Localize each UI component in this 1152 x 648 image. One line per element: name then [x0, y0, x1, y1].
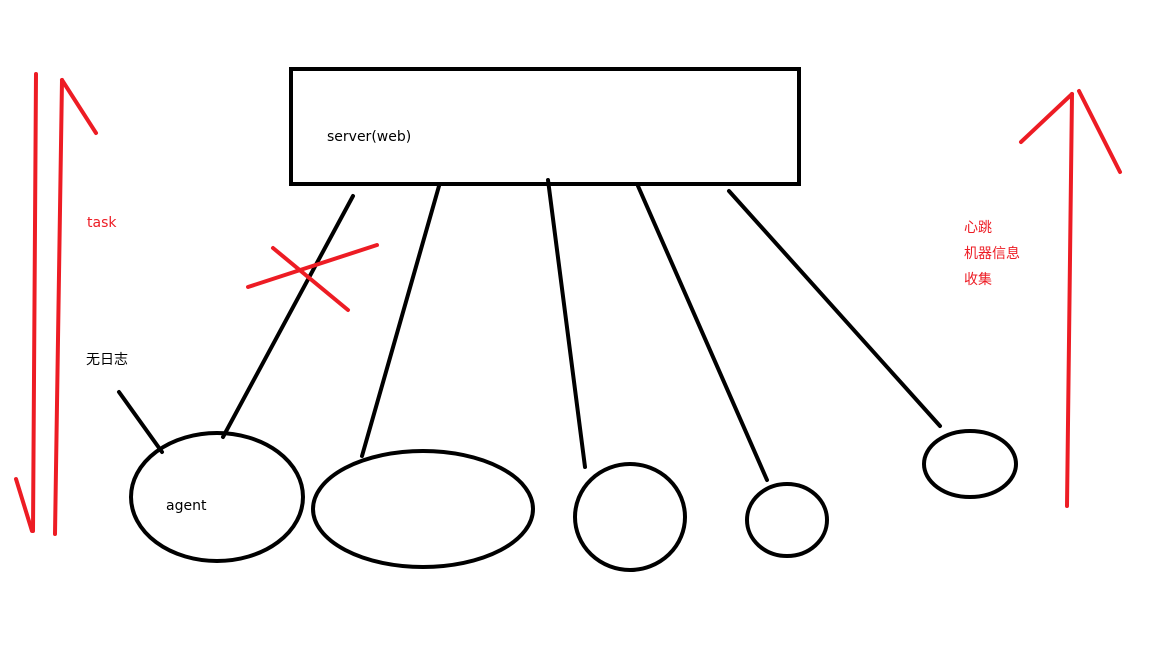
agent-node-2 — [311, 449, 535, 569]
connection-line-agent-4 — [636, 184, 769, 482]
task-arrow-up-shaft — [53, 78, 64, 536]
agent-node-5 — [922, 429, 1018, 499]
agent-node-3 — [573, 462, 687, 572]
task-label: task — [87, 215, 117, 231]
agent-node-4 — [745, 482, 829, 558]
connection-line-agent-2 — [360, 184, 441, 458]
task-arrow-up-head — [60, 78, 98, 135]
heartbeat-arrow-head-right — [1077, 89, 1122, 174]
heartbeat-arrow-shaft — [1065, 92, 1074, 508]
server-box — [289, 67, 801, 186]
connection-line-agent-1 — [221, 194, 355, 439]
agent-label: agent — [166, 498, 207, 514]
agent-node-1 — [129, 431, 305, 563]
connection-line-agent-5 — [727, 189, 942, 428]
collect-label: 收集 — [964, 271, 992, 288]
no-log-label: 无日志 — [86, 352, 128, 368]
cross-mark-stroke-2 — [271, 246, 350, 312]
server-label: server(web) — [327, 129, 411, 145]
machine-info-label: 机器信息 — [964, 245, 1020, 262]
no-log-pointer-line — [117, 390, 164, 454]
heartbeat-arrow-head-left — [1019, 92, 1074, 144]
cross-mark-stroke-1 — [246, 243, 379, 289]
task-arrow-down-shaft — [31, 72, 38, 533]
task-arrow-down-head — [14, 477, 34, 533]
heartbeat-label: 心跳 — [964, 220, 992, 236]
connection-line-agent-3 — [546, 178, 587, 469]
